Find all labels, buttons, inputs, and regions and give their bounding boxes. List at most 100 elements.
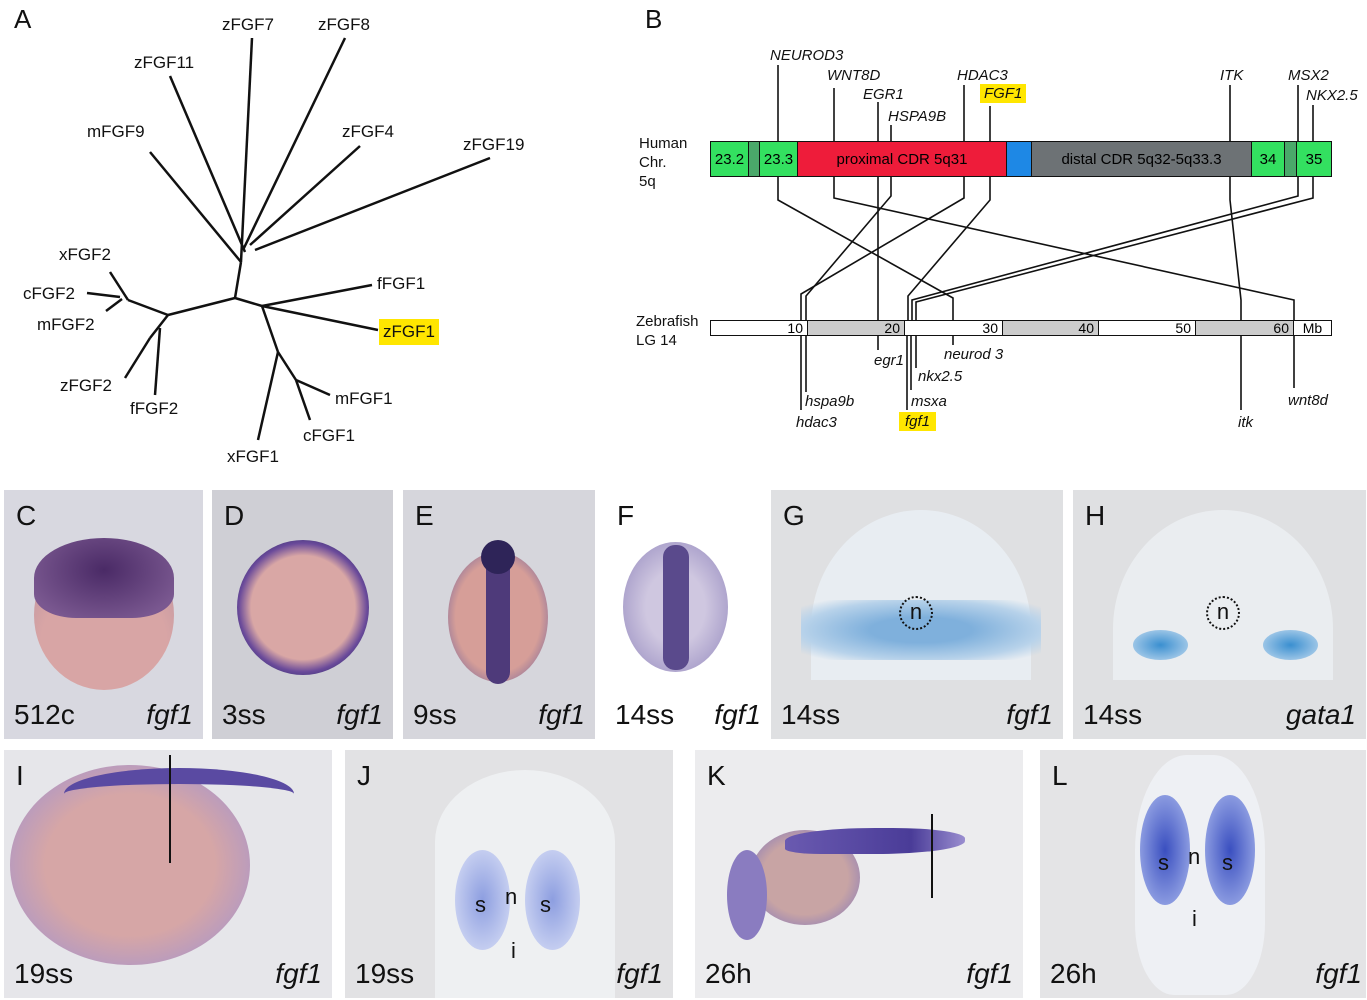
embryo-image-k: K 26h fgf1 xyxy=(695,750,1023,998)
stage-label: 19ss xyxy=(355,958,415,989)
leaf-label: mFGF1 xyxy=(335,389,393,408)
label-line: Human xyxy=(639,135,688,152)
zebra-gene-label: wnt8d xyxy=(1288,392,1329,409)
zebra-gene-label: itk xyxy=(1238,414,1253,431)
somite-mark: s xyxy=(540,892,551,917)
human-gene-label: EGR1 xyxy=(863,86,904,103)
label-line: 5q xyxy=(639,173,656,190)
notochord-mark: n xyxy=(1206,596,1240,630)
embryo-image-e: E 9ss fgf1 xyxy=(403,490,595,739)
band: 23.2 xyxy=(711,142,749,176)
leaf-label: mFGF9 xyxy=(87,122,145,141)
leaf-label: mFGF2 xyxy=(37,315,95,334)
zebra-gene-label: neurod 3 xyxy=(944,346,1004,363)
mb-tick: 30 xyxy=(905,321,1003,335)
panel-label-g: G xyxy=(783,500,805,531)
leaf-label: zFGF19 xyxy=(463,135,525,154)
panel-label-h: H xyxy=(1085,500,1106,531)
probe-label: fgf1 xyxy=(616,958,663,989)
somite-mark: s xyxy=(1158,850,1169,875)
band xyxy=(1007,142,1032,176)
notochord-mark: n xyxy=(1188,844,1201,869)
leaf-label: zFGF7 xyxy=(222,15,274,34)
zebra-gene-label: hdac3 xyxy=(796,414,837,431)
stage-label: 512c xyxy=(14,699,75,730)
intestine-mark: i xyxy=(511,938,516,963)
stage-label: 14ss xyxy=(1083,699,1143,730)
stage-label: 26h xyxy=(705,958,752,989)
probe-label: fgf1 xyxy=(714,699,761,730)
leaf-label: fFGF2 xyxy=(130,399,179,418)
human-gene-label: MSX2 xyxy=(1288,67,1329,84)
section-image-h: n H 14ss gata1 xyxy=(1073,490,1366,739)
leaf-label: fFGF1 xyxy=(377,274,426,293)
band xyxy=(749,142,760,176)
section-image-j: s n s i J 19ss fgf1 xyxy=(345,750,673,998)
embryo-image-d: D 3ss fgf1 xyxy=(212,490,393,739)
band xyxy=(1285,142,1297,176)
phylogenetic-tree xyxy=(86,37,491,441)
stage-label: 3ss xyxy=(222,699,266,730)
probe-label: gata1 xyxy=(1285,699,1356,730)
leaf-label: zFGF11 xyxy=(134,53,195,72)
label-line: LG 14 xyxy=(636,332,677,349)
notochord-mark: n xyxy=(899,596,933,630)
mb-tick: 50 xyxy=(1099,321,1196,335)
embryo-image-i: I 19ss fgf1 xyxy=(4,750,332,998)
human-gene-label: NEUROD3 xyxy=(770,47,844,64)
band: 34 xyxy=(1252,142,1285,176)
stage-label: 26h xyxy=(1050,958,1097,989)
probe-label: fgf1 xyxy=(1006,699,1053,730)
panel-label-d: D xyxy=(224,500,245,531)
zebra-gene-label: msxa xyxy=(911,393,947,410)
zebra-gene-label: nkx2.5 xyxy=(918,368,963,385)
somite-mark: s xyxy=(1222,850,1233,875)
human-gene-label: HSPA9B xyxy=(888,108,947,125)
zebrafish-lg-bar: 10 20 30 40 50 60 Mb xyxy=(710,320,1332,336)
zebra-gene-label-highlighted: fgf1 xyxy=(899,412,937,431)
mb-tick: 20 xyxy=(808,321,905,335)
human-gene-label: HDAC3 xyxy=(957,67,1008,84)
label-line: Chr. xyxy=(639,154,667,171)
section-image-g: n G 14ss fgf1 xyxy=(771,490,1063,739)
band: 23.3 xyxy=(760,142,798,176)
mb-tick: 10 xyxy=(711,321,808,335)
probe-label: fgf1 xyxy=(966,958,1013,989)
leaf-label: xFGF1 xyxy=(227,447,279,466)
leaf-label-highlighted: zFGF1 xyxy=(379,319,439,345)
panel-label-f: F xyxy=(617,500,635,531)
synteny-lines xyxy=(777,65,1314,410)
panel-label-i: I xyxy=(16,760,24,791)
human-gene-label: ITK xyxy=(1220,67,1244,84)
label-line: Zebrafish xyxy=(636,313,699,330)
panel-label-c: C xyxy=(16,500,37,531)
probe-label: fgf1 xyxy=(1315,958,1362,989)
somite-mark: s xyxy=(475,892,486,917)
mb-tick: 40 xyxy=(1003,321,1099,335)
leaf-label: zFGF2 xyxy=(60,376,112,395)
intestine-mark: i xyxy=(1192,906,1197,931)
human-gene-label: WNT8D xyxy=(827,67,881,84)
probe-label: fgf1 xyxy=(538,699,585,730)
human-gene-label-highlighted: FGF1 xyxy=(980,84,1027,103)
panel-label-j: J xyxy=(357,760,371,791)
probe-label: fgf1 xyxy=(336,699,383,730)
stage-label: 9ss xyxy=(413,699,457,730)
leaf-label: cFGF1 xyxy=(303,426,355,445)
leaf-label: zFGF4 xyxy=(342,122,394,141)
zebra-gene-label: egr1 xyxy=(874,352,905,369)
human-chromosome-label: Human Chr. 5q xyxy=(639,134,687,191)
embryo-image-f: F 14ss fgf1 xyxy=(605,490,763,739)
human-chromosome-bar: 23.2 23.3 proximal CDR 5q31 distal CDR 5… xyxy=(710,141,1332,177)
stage-label: 19ss xyxy=(14,958,74,989)
band: 35 xyxy=(1297,142,1331,176)
human-gene-label: NKX2.5 xyxy=(1306,87,1358,104)
panel-label-e: E xyxy=(415,500,434,531)
probe-label: fgf1 xyxy=(146,699,193,730)
mb-tick: 60 xyxy=(1196,321,1294,335)
section-image-l: s n s i L 26h fgf1 xyxy=(1040,750,1366,998)
leaf-label: zFGF8 xyxy=(318,15,370,34)
leaf-label: cFGF2 xyxy=(23,284,75,303)
distal-cdr-band: distal CDR 5q32-5q33.3 xyxy=(1032,142,1252,176)
